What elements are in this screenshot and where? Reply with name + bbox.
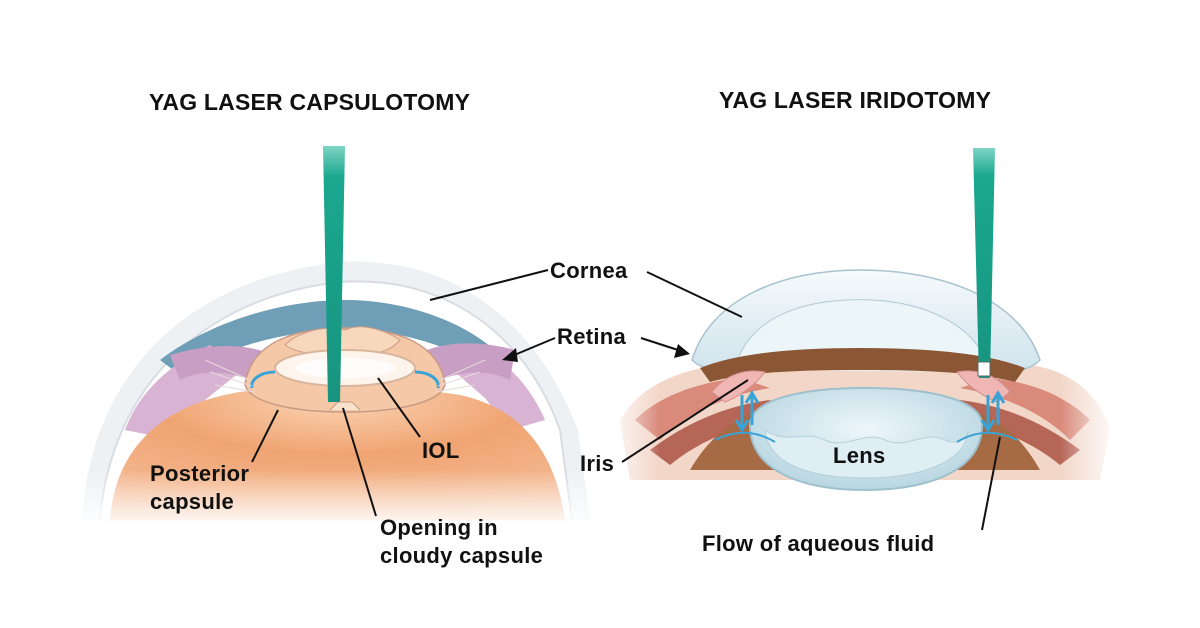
leader-retina-left: [511, 337, 556, 357]
leader-lines: [251, 269, 1001, 531]
leader-iol: [377, 377, 421, 438]
leader-flow: [981, 436, 1001, 531]
title-capsulotomy: YAG LASER CAPSULOTOMY: [149, 89, 471, 115]
label-iol: IOL: [422, 438, 460, 463]
leader-cornea-left: [429, 269, 549, 301]
title-iridotomy: YAG LASER IRIDOTOMY: [719, 87, 992, 113]
leader-iris: [621, 379, 749, 463]
label-posterior-capsule-line1: Posterior: [150, 461, 250, 486]
label-posterior-capsule-line2: capsule: [150, 489, 235, 514]
leader-cornea-right: [646, 271, 743, 318]
capsulotomy-eye: [80, 146, 600, 530]
label-retina: Retina: [557, 324, 627, 349]
leader-retina-right: [640, 337, 679, 351]
label-opening-line2: cloudy capsule: [380, 543, 544, 568]
label-lens: Lens: [833, 443, 886, 468]
leader-posterior-capsule: [251, 409, 279, 463]
iridotomy-eye: [600, 148, 1120, 492]
label-opening-line1: Opening in: [380, 515, 498, 540]
leader-opening: [342, 407, 377, 517]
laser-beam-right: [973, 148, 995, 378]
laser-beam-left: [323, 146, 345, 402]
label-cornea: Cornea: [550, 258, 628, 283]
label-flow-aqueous-fluid: Flow of aqueous fluid: [702, 531, 935, 556]
label-iris: Iris: [580, 451, 615, 476]
